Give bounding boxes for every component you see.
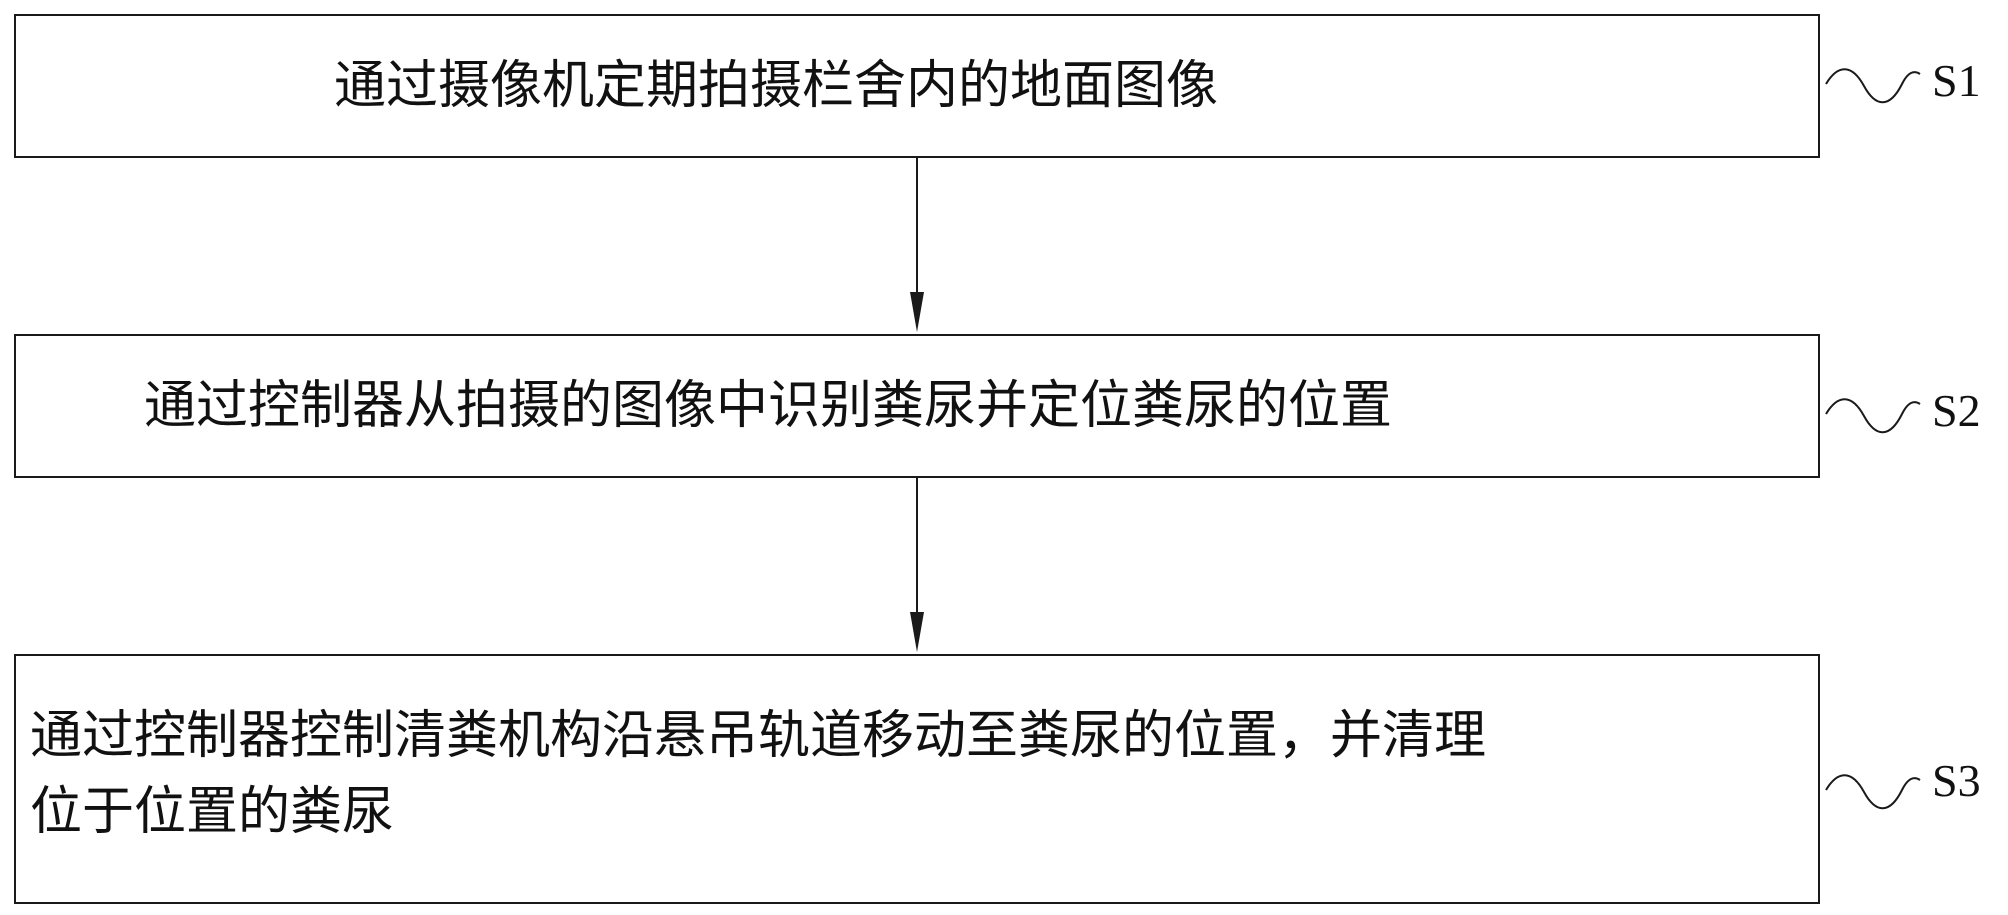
arrow-head-2: [910, 612, 924, 652]
step-s3-text-line2: 位于位置的粪尿: [30, 782, 395, 842]
step-label-s2: S2: [1932, 385, 1981, 436]
leader-s2-tilde: [1825, 398, 1921, 434]
arrow-head-1: [910, 292, 924, 332]
arrow-s1-to-s2: [910, 158, 924, 332]
step-s2-text: 通过控制器从拍摄的图像中识别粪尿并定位粪尿的位置: [144, 376, 1393, 436]
leader-s3-tilde: [1825, 774, 1921, 810]
arrow-s2-to-s3: [910, 478, 924, 652]
step-label-s1: S1: [1932, 55, 1981, 106]
step-box-s2: [14, 334, 1820, 478]
step-s1-text: 通过摄像机定期拍摄栏舍内的地面图像: [334, 56, 1219, 116]
step-box-s1: [14, 14, 1820, 158]
leader-s1-tilde: [1825, 68, 1921, 104]
step-box-s3: [14, 654, 1820, 904]
step-label-s3: S3: [1932, 755, 1981, 806]
step-s3-text-line1: 通过控制器控制清粪机构沿悬吊轨道移动至粪尿的位置，并清理: [30, 706, 1487, 766]
